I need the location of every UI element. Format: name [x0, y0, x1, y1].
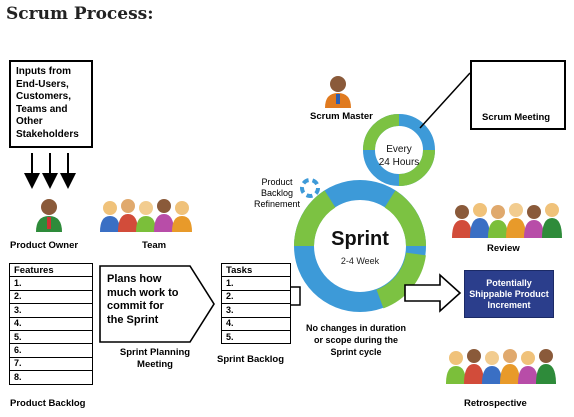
- scrum-meeting-box: [470, 60, 566, 130]
- features-item: 5.: [9, 329, 93, 345]
- refinement-line: Refinement: [253, 199, 301, 209]
- table-row: 2.: [9, 289, 93, 305]
- plans-line: much work to: [107, 286, 179, 299]
- plans-line: commit for: [107, 300, 164, 312]
- plans-line: Plans how: [107, 273, 162, 285]
- sprint-planning-line: Sprint Planning: [119, 347, 191, 358]
- table-row: 1.: [221, 276, 291, 291]
- stakeholder-inputs-box: Inputs from End-Users, Customers, Teams …: [9, 60, 93, 148]
- increment-box: Potentially Shippable Product Increment: [464, 270, 554, 318]
- features-item: 1.: [9, 276, 93, 291]
- tasks-item: 4.: [221, 316, 291, 331]
- table-row: 3.: [221, 303, 291, 318]
- features-item: 8.: [9, 370, 93, 385]
- table-row: 2.: [221, 289, 291, 305]
- features-item: 2.: [9, 289, 93, 305]
- refinement-line: Product: [261, 177, 293, 187]
- review-icon: [452, 203, 562, 238]
- refinement-cycle: [300, 178, 320, 198]
- team-label: Team: [142, 240, 167, 251]
- sprint-duration: 2-4 Week: [340, 256, 380, 266]
- down-arrows: [24, 153, 76, 189]
- plans-line: the Sprint: [107, 313, 159, 326]
- tasks-header: Tasks: [221, 262, 291, 278]
- features-header: Features: [9, 262, 93, 278]
- table-row: 4.: [221, 316, 291, 331]
- no-changes-line: Sprint cycle: [330, 347, 382, 357]
- refinement-line: Backlog: [260, 188, 294, 198]
- review-label: Review: [487, 243, 520, 254]
- retrospective-label: Retrospective: [464, 398, 527, 409]
- table-row: 1.: [9, 276, 93, 291]
- daily-cycle: [363, 114, 435, 186]
- product-owner-icon: [36, 199, 62, 232]
- sprint-backlog-label: Sprint Backlog: [217, 354, 285, 365]
- table-row: 4.: [9, 316, 93, 331]
- tasks-to-sprint-connector: [290, 286, 301, 306]
- increment-line: Potentially: [486, 277, 532, 288]
- features-item: 3.: [9, 303, 93, 318]
- scrum-master-icon: [325, 76, 351, 108]
- features-item: 7.: [9, 356, 93, 372]
- sprint-title: Sprint: [331, 228, 389, 250]
- tasks-item: 3.: [221, 303, 291, 318]
- features-item: 4.: [9, 316, 93, 331]
- tasks-item: 1.: [221, 276, 291, 291]
- every-24-hours-label: Every 24 Hours: [369, 143, 429, 169]
- increment-arrow: [404, 273, 462, 313]
- every-line: 24 Hours: [378, 157, 420, 168]
- retrospective-icon: [446, 349, 556, 384]
- inputs-line: Other: [16, 116, 43, 127]
- features-table: Features 1. 2. 3. 4. 5. 6. 7. 8.: [9, 262, 93, 385]
- inputs-line: Stakeholders: [16, 128, 79, 140]
- team-icon: [100, 199, 192, 232]
- no-changes-line: or scope during the: [313, 335, 398, 345]
- table-row: 5.: [221, 329, 291, 345]
- sprint-planning-line: Meeting: [137, 359, 173, 370]
- product-backlog-label: Product Backlog: [10, 398, 86, 409]
- inputs-line: End-Users,: [16, 78, 69, 90]
- inputs-line: Customers,: [16, 91, 72, 102]
- daily-to-meeting-line: [419, 72, 471, 129]
- page-title: Scrum Process:: [6, 4, 154, 24]
- tasks-table: Tasks 1. 2. 3. 4. 5.: [221, 262, 291, 345]
- table-row: 3.: [9, 303, 93, 318]
- sprint-cycle: [294, 180, 426, 312]
- table-row: 8.: [9, 370, 93, 385]
- increment-line: Shippable Product: [469, 288, 549, 299]
- tasks-item: 5.: [221, 329, 291, 345]
- refinement-label: Product Backlog Refinement: [248, 177, 306, 210]
- inputs-line: Teams and: [16, 103, 68, 115]
- tasks-item: 2.: [221, 289, 291, 305]
- features-item: 6.: [9, 343, 93, 358]
- no-changes-label: No changes in duration or scope during t…: [296, 322, 416, 358]
- inputs-line: Inputs from: [16, 66, 71, 77]
- every-line: Every: [386, 144, 412, 155]
- plans-chevron-shape: [99, 265, 215, 343]
- product-owner-label: Product Owner: [10, 240, 79, 251]
- scrum-meeting-label: Scrum Meeting: [482, 112, 551, 123]
- table-row: 5.: [9, 329, 93, 345]
- sprint-planning-label: Sprint Planning Meeting: [110, 347, 200, 371]
- table-row: 6.: [9, 343, 93, 358]
- increment-line: Increment: [487, 299, 531, 310]
- no-changes-line: No changes in duration: [305, 323, 406, 333]
- table-row: 7.: [9, 356, 93, 372]
- scrum-master-label: Scrum Master: [310, 111, 373, 122]
- plans-text: Plans how much work to commit for the Sp…: [107, 273, 185, 327]
